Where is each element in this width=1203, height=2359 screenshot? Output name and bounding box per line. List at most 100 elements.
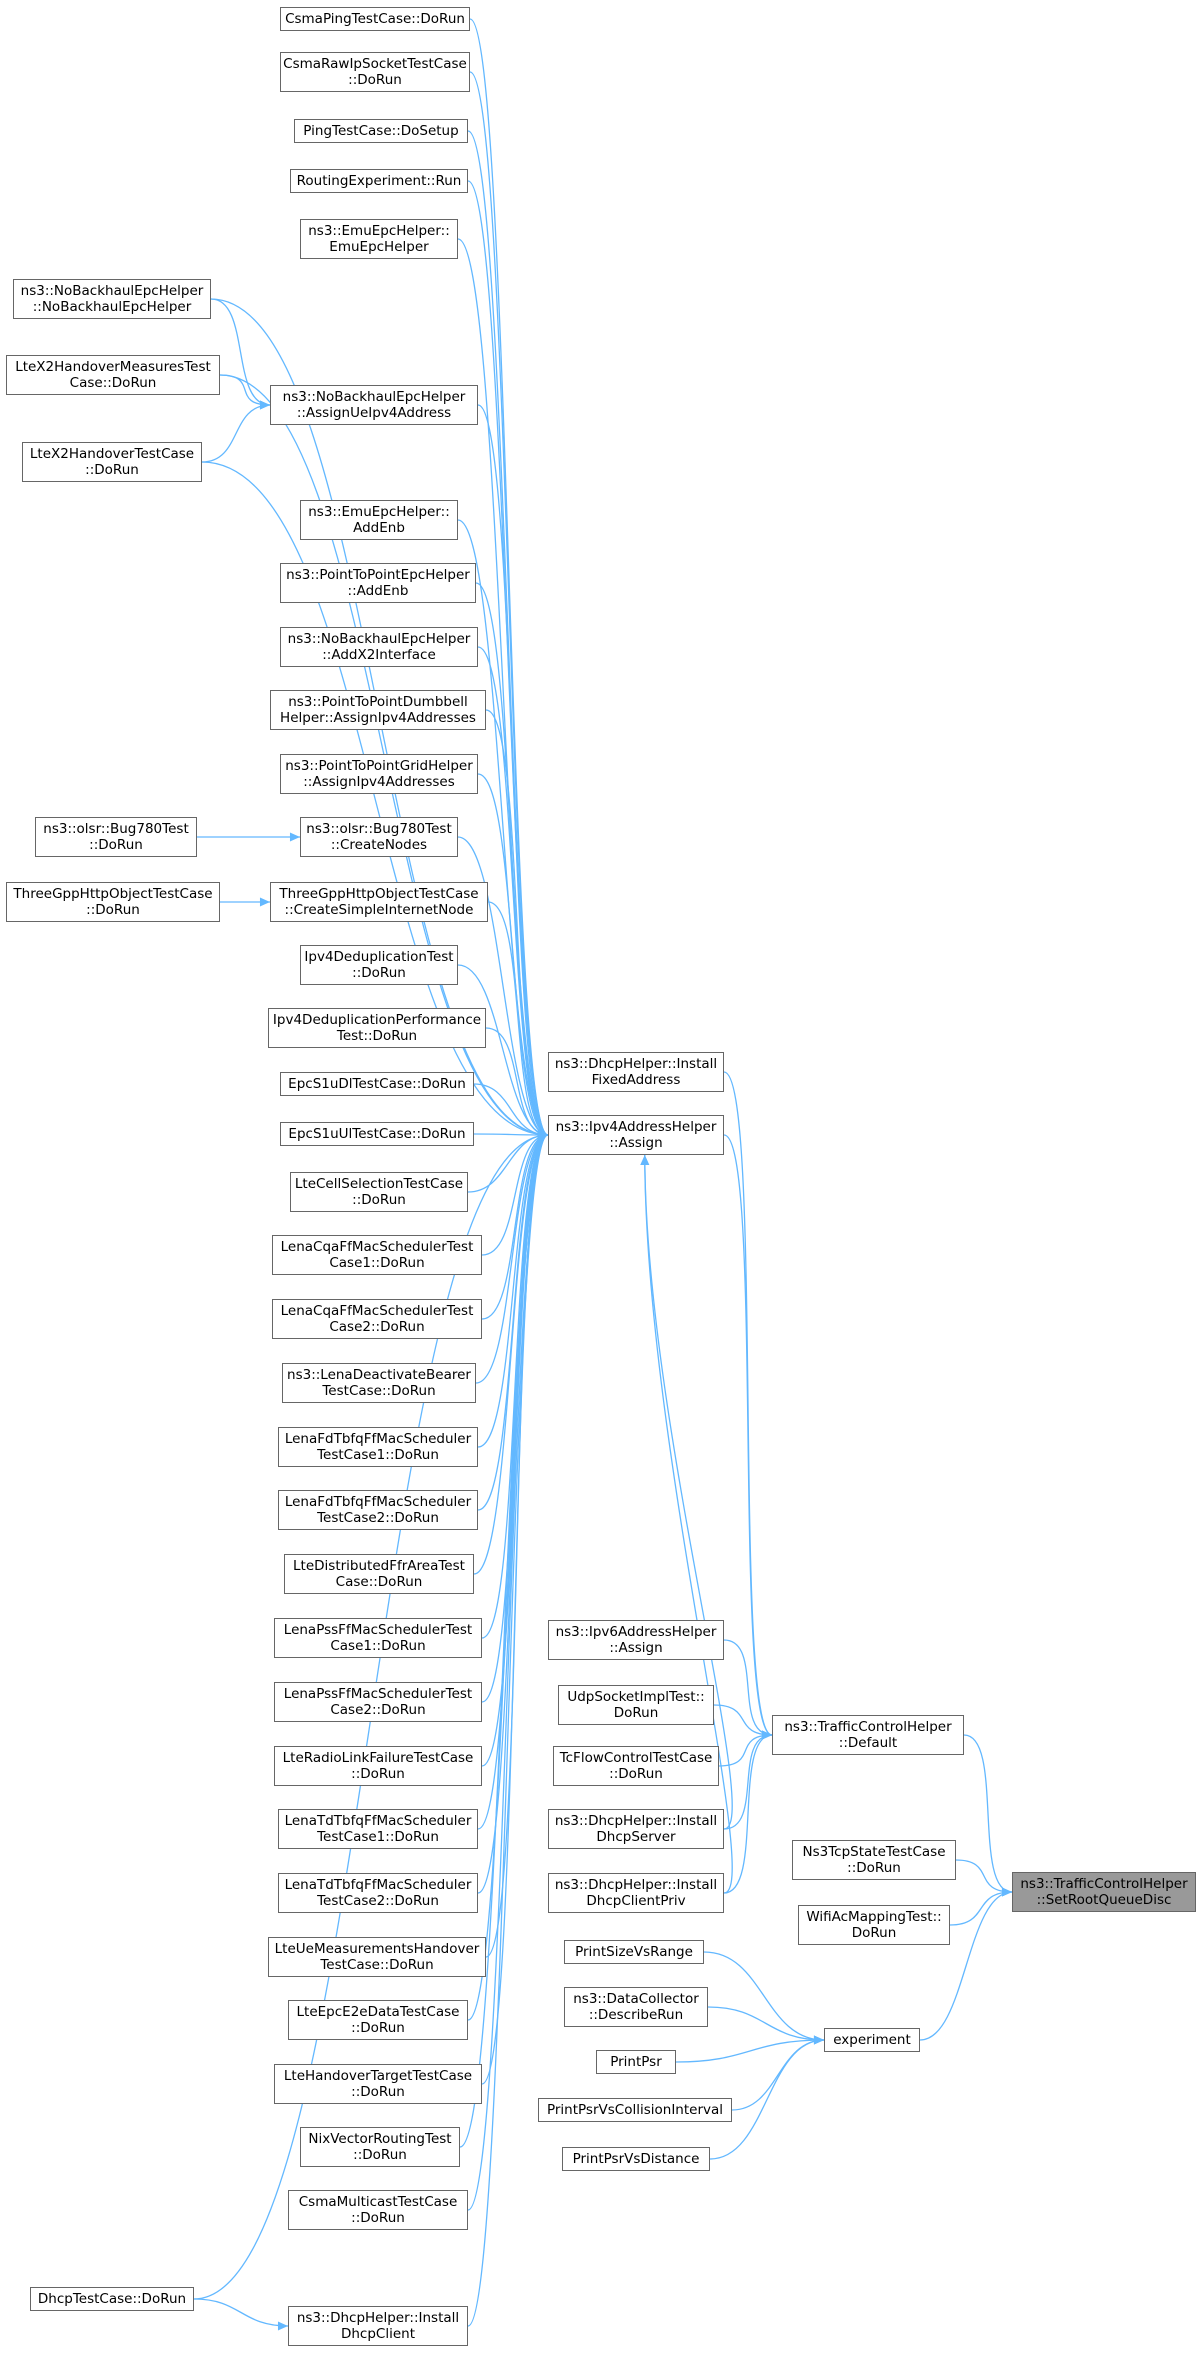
node-label-line: ns3::Ipv6AddressHelper bbox=[555, 1624, 717, 1640]
edge-ppsr-dist-to-experiment bbox=[709, 2039, 825, 2160]
node-label-line: Ns3TcpStateTestCase bbox=[802, 1844, 946, 1860]
node-csma-ping[interactable]: CsmaPingTestCase::DoRun bbox=[280, 7, 470, 31]
node-label-line: ns3::olsr::Bug780Test bbox=[43, 821, 189, 837]
node-tc-flow[interactable]: TcFlowControlTestCase::DoRun bbox=[553, 1746, 719, 1786]
node-label-line: ::DoRun bbox=[351, 2020, 405, 2036]
edge-nobh-assign-to-ipv4-assign bbox=[477, 404, 549, 1136]
node-cell-sel[interactable]: LteCellSelectionTestCase::DoRun bbox=[290, 1172, 468, 1212]
node-label-line: ::DoRun bbox=[609, 1766, 663, 1782]
node-label-line: ThreeGppHttpObjectTestCase bbox=[279, 886, 479, 902]
node-label-line: LenaPssFfMacSchedulerTest bbox=[283, 1622, 473, 1638]
node-ipv4-assign[interactable]: ns3::Ipv4AddressHelper::Assign bbox=[548, 1115, 724, 1155]
node-dedup[interactable]: Ipv4DeduplicationTest::DoRun bbox=[300, 945, 458, 985]
node-ppsr-coll[interactable]: PrintPsrVsCollisionInterval bbox=[538, 2098, 732, 2122]
node-ppsr[interactable]: PrintPsr bbox=[596, 2050, 676, 2074]
node-wifi-ac[interactable]: WifiAcMappingTest::DoRun bbox=[798, 1905, 950, 1945]
node-label-line: DhcpTestCase::DoRun bbox=[37, 2291, 187, 2307]
node-emu-epc[interactable]: ns3::EmuEpcHelper::EmuEpcHelper bbox=[300, 219, 458, 259]
node-nobh-x2[interactable]: ns3::NoBackhaulEpcHelper::AddX2Interface bbox=[280, 627, 478, 667]
node-x2-handover[interactable]: LteX2HandoverTestCase::DoRun bbox=[22, 442, 202, 482]
node-dhcp-tc[interactable]: DhcpTestCase::DoRun bbox=[30, 2287, 194, 2311]
node-nobh-ctor[interactable]: ns3::NoBackhaulEpcHelper::NoBackhaulEpcH… bbox=[13, 279, 211, 319]
node-label-line: ::DoRun bbox=[351, 1766, 405, 1782]
node-tc-default[interactable]: ns3::TrafficControlHelper::Default bbox=[772, 1715, 964, 1755]
node-label-line: WifiAcMappingTest:: bbox=[806, 1909, 942, 1925]
node-ipv6-assign[interactable]: ns3::Ipv6AddressHelper::Assign bbox=[548, 1620, 724, 1660]
node-ppsr-dist[interactable]: PrintPsrVsDistance bbox=[562, 2147, 710, 2171]
node-p2p-addenb[interactable]: ns3::PointToPointEpcHelper::AddEnb bbox=[280, 563, 476, 603]
node-ns3tcp[interactable]: Ns3TcpStateTestCase::DoRun bbox=[792, 1840, 956, 1880]
node-ping-setup[interactable]: PingTestCase::DoSetup bbox=[294, 119, 468, 143]
node-http-create[interactable]: ThreeGppHttpObjectTestCase::CreateSimple… bbox=[270, 882, 488, 922]
node-label-line: TestCase::DoRun bbox=[320, 1957, 434, 1973]
node-bug780-run[interactable]: ns3::olsr::Bug780Test::DoRun bbox=[35, 817, 197, 857]
edge-http-create-to-ipv4-assign bbox=[487, 901, 549, 1136]
node-label-line: ::DoRun bbox=[351, 2210, 405, 2226]
node-label-line: ::CreateSimpleInternetNode bbox=[284, 902, 474, 918]
edge-cqa2-to-ipv4-assign bbox=[481, 1134, 549, 1320]
node-epc-ul[interactable]: EpcS1uUlTestCase::DoRun bbox=[280, 1122, 474, 1146]
node-root[interactable]: ns3::TrafficControlHelper::SetRootQueueD… bbox=[1012, 1872, 1196, 1912]
edge-tc-flow-to-tc-default bbox=[718, 1734, 773, 1767]
node-label-line: ns3::PointToPointEpcHelper bbox=[286, 567, 470, 583]
node-label-line: EpcS1uDlTestCase::DoRun bbox=[288, 1076, 466, 1092]
node-udp-impl[interactable]: UdpSocketImplTest::DoRun bbox=[558, 1685, 714, 1725]
edge-cqa1-to-ipv4-assign bbox=[481, 1134, 549, 1256]
edge-experiment-to-root bbox=[919, 1891, 1013, 2041]
node-label-line: ns3::TrafficControlHelper bbox=[784, 1719, 952, 1735]
edge-arrowhead bbox=[1001, 1887, 1012, 1897]
edge-csma-mc-to-ipv4-assign bbox=[467, 1134, 549, 2211]
node-routing-exp[interactable]: RoutingExperiment::Run bbox=[290, 169, 468, 193]
node-label-line: ::DoRun bbox=[847, 1860, 901, 1876]
edge-arrowhead bbox=[537, 1130, 548, 1140]
node-ho-target[interactable]: LteHandoverTargetTestCase::DoRun bbox=[274, 2064, 482, 2104]
node-label-line: ns3::TrafficControlHelper bbox=[1020, 1876, 1188, 1892]
node-label-line: CsmaRawIpSocketTestCase bbox=[283, 56, 467, 72]
node-grid[interactable]: ns3::PointToPointGridHelper::AssignIpv4A… bbox=[280, 754, 478, 794]
node-label-line: ::DescribeRun bbox=[588, 2007, 684, 2023]
node-http-run[interactable]: ThreeGppHttpObjectTestCase::DoRun bbox=[6, 882, 220, 922]
node-epc-dl[interactable]: EpcS1uDlTestCase::DoRun bbox=[280, 1072, 474, 1096]
node-emu-addenb[interactable]: ns3::EmuEpcHelper::AddEnb bbox=[300, 500, 458, 540]
node-nobh-assign[interactable]: ns3::NoBackhaulEpcHelper::AssignUeIpv4Ad… bbox=[270, 385, 478, 425]
node-label-line: TestCase::DoRun bbox=[322, 1383, 436, 1399]
node-dc-describe[interactable]: ns3::DataCollector::DescribeRun bbox=[564, 1987, 708, 2027]
node-csma-mc[interactable]: CsmaMulticastTestCase::DoRun bbox=[288, 2190, 468, 2230]
node-label-line: ::DoRun bbox=[351, 2084, 405, 2100]
node-label-line: ns3::NoBackhaulEpcHelper bbox=[282, 389, 466, 405]
edge-udp-impl-to-tc-default bbox=[713, 1704, 773, 1736]
node-rlf[interactable]: LteRadioLinkFailureTestCase::DoRun bbox=[274, 1746, 482, 1786]
node-experiment[interactable]: experiment bbox=[824, 2028, 920, 2052]
node-psize[interactable]: PrintSizeVsRange bbox=[564, 1940, 704, 1964]
edge-emu-epc-to-ipv4-assign bbox=[457, 238, 549, 1136]
node-nix[interactable]: NixVectorRoutingTest::DoRun bbox=[300, 2127, 460, 2167]
node-label-line: Ipv4DeduplicationTest bbox=[304, 949, 454, 965]
node-label-line: Case2::DoRun bbox=[329, 1319, 425, 1335]
node-csma-raw[interactable]: CsmaRawIpSocketTestCase::DoRun bbox=[280, 52, 470, 92]
edge-csma-ping-to-ipv4-assign bbox=[469, 18, 549, 1136]
node-e2e[interactable]: LteEpcE2eDataTestCase::DoRun bbox=[288, 2000, 468, 2040]
node-label-line: ::AssignUeIpv4Address bbox=[296, 405, 452, 421]
edge-dhcp-tc-to-dhcp-client bbox=[193, 2298, 289, 2327]
node-label-line: FixedAddress bbox=[591, 1072, 681, 1088]
node-label-line: ns3::PointToPointGridHelper bbox=[285, 758, 473, 774]
node-bug780-create[interactable]: ns3::olsr::Bug780Test::CreateNodes bbox=[300, 817, 458, 857]
